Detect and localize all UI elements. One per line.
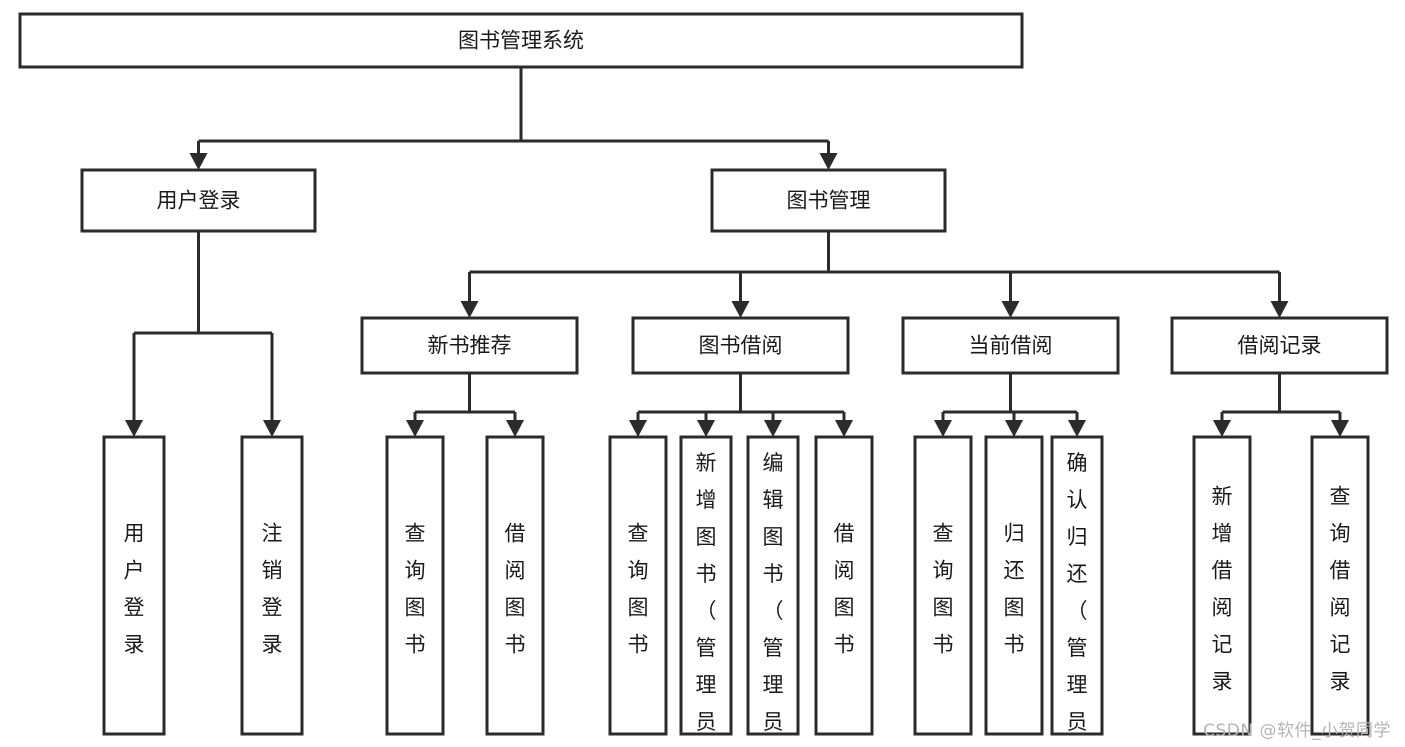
arrow-head-icon [460, 301, 479, 318]
node-current-query-book[interactable]: 查询图书 [913, 435, 973, 736]
node-records-add-record[interactable]: 新增借阅记录 [1192, 435, 1252, 736]
node-label: 确认归还（管理员） [1067, 451, 1088, 747]
watermark-text: CSDN @软件_小贺同学 [1203, 721, 1391, 741]
node-box[interactable] [360, 316, 579, 375]
node-label: 用户登录 [157, 189, 241, 213]
node-label: 图书借阅 [699, 334, 783, 358]
arrow-head-icon [506, 420, 524, 437]
node-box[interactable] [240, 435, 304, 736]
node-borrow-query-book[interactable]: 查询图书 [608, 435, 668, 736]
node-label: 查询借阅记录 [1330, 484, 1351, 693]
arrow-head-icon [1068, 420, 1086, 437]
node-root[interactable]: 图书管理系统 [18, 12, 1024, 69]
node-box[interactable] [1050, 435, 1104, 736]
node-label: 新增图书（管理员） [696, 451, 717, 747]
node-new-book-recommend[interactable]: 新书推荐 [360, 316, 579, 375]
node-box[interactable] [1310, 435, 1370, 736]
node-layer: 图书管理系统用户登录用户登录注销登录图书管理新书推荐查询图书借阅图书图书借阅查询… [18, 12, 1389, 747]
node-box[interactable] [485, 435, 545, 736]
node-borrow-edit-book-admin[interactable]: 编辑图书（管理员） [746, 435, 800, 747]
node-label: 图书管理 [787, 189, 871, 213]
node-box[interactable] [814, 435, 874, 736]
arrow-head-icon [764, 420, 782, 437]
node-box[interactable] [18, 12, 1024, 69]
node-user-logout-action[interactable]: 注销登录 [240, 435, 304, 736]
node-box[interactable] [102, 435, 166, 736]
node-box[interactable] [679, 435, 733, 736]
node-current-borrow[interactable]: 当前借阅 [901, 316, 1120, 375]
node-box[interactable] [1170, 316, 1389, 375]
node-records-query-record[interactable]: 查询借阅记录 [1310, 435, 1370, 736]
arrow-head-icon [835, 420, 853, 437]
node-borrow-records[interactable]: 借阅记录 [1170, 316, 1389, 375]
node-box[interactable] [901, 316, 1120, 375]
node-label: 当前借阅 [969, 334, 1053, 358]
node-label: 借阅图书 [834, 521, 855, 656]
node-box[interactable] [746, 435, 800, 736]
node-label: 编辑图书（管理员） [763, 451, 784, 747]
node-book-borrow[interactable]: 图书借阅 [631, 316, 850, 375]
connector-layer [125, 67, 1349, 437]
arrow-head-icon [1001, 301, 1020, 318]
node-label: 新书推荐 [428, 334, 512, 358]
arrow-head-icon [1270, 301, 1289, 318]
node-box[interactable] [385, 435, 445, 736]
node-label: 图书管理系统 [458, 29, 584, 53]
node-label: 用户登录 [124, 521, 145, 656]
node-label: 归还图书 [1004, 521, 1025, 656]
arrow-head-icon [819, 153, 838, 170]
arrow-head-icon [406, 420, 424, 437]
node-current-confirm-return-admin[interactable]: 确认归还（管理员） [1050, 435, 1104, 747]
node-label: 新增借阅记录 [1212, 484, 1233, 693]
arrow-head-icon [1213, 420, 1231, 437]
node-label: 注销登录 [262, 521, 283, 656]
node-box[interactable] [984, 435, 1044, 736]
node-label: 查询图书 [933, 521, 954, 656]
node-current-return-book[interactable]: 归还图书 [984, 435, 1044, 736]
arrow-head-icon [697, 420, 715, 437]
node-box[interactable] [913, 435, 973, 736]
arrow-head-icon [629, 420, 647, 437]
node-user-login-action[interactable]: 用户登录 [102, 435, 166, 736]
node-box[interactable] [710, 168, 947, 233]
arrow-head-icon [934, 420, 952, 437]
node-label: 查询图书 [628, 521, 649, 656]
node-book-management[interactable]: 图书管理 [710, 168, 947, 233]
node-recommend-borrow-book[interactable]: 借阅图书 [485, 435, 545, 736]
node-recommend-query-book[interactable]: 查询图书 [385, 435, 445, 736]
arrow-head-icon [731, 301, 750, 318]
node-box[interactable] [1192, 435, 1252, 736]
node-borrow-borrow-book[interactable]: 借阅图书 [814, 435, 874, 736]
arrow-head-icon [263, 420, 281, 437]
node-box[interactable] [608, 435, 668, 736]
node-label: 借阅图书 [505, 521, 526, 656]
node-box[interactable] [80, 168, 317, 233]
node-user-login[interactable]: 用户登录 [80, 168, 317, 233]
node-box[interactable] [631, 316, 850, 375]
node-borrow-add-book-admin[interactable]: 新增图书（管理员） [679, 435, 733, 747]
node-label: 查询图书 [405, 521, 426, 656]
node-label: 借阅记录 [1238, 334, 1322, 358]
arrow-head-icon [125, 420, 143, 437]
arrow-head-icon [189, 153, 208, 170]
arrow-head-icon [1005, 420, 1023, 437]
arrow-head-icon [1331, 420, 1349, 437]
